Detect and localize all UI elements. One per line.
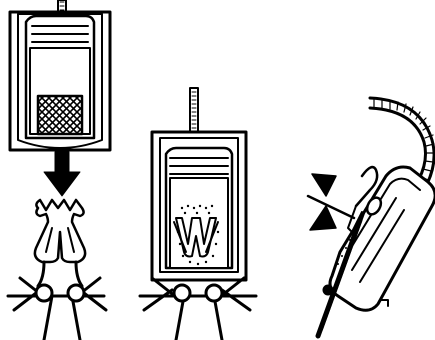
- wires-left: [8, 262, 106, 340]
- panel-insertion: [8, 0, 110, 340]
- terminal-contact: [35, 200, 85, 262]
- pinch-arrows-icon: [308, 174, 354, 230]
- wires-middle: [140, 278, 256, 340]
- hatched-insert: [38, 96, 82, 134]
- down-arrow-icon: [44, 152, 80, 196]
- crimp-tool: [330, 167, 435, 310]
- panel-seated: [140, 88, 256, 340]
- panel-crimping: [308, 98, 435, 336]
